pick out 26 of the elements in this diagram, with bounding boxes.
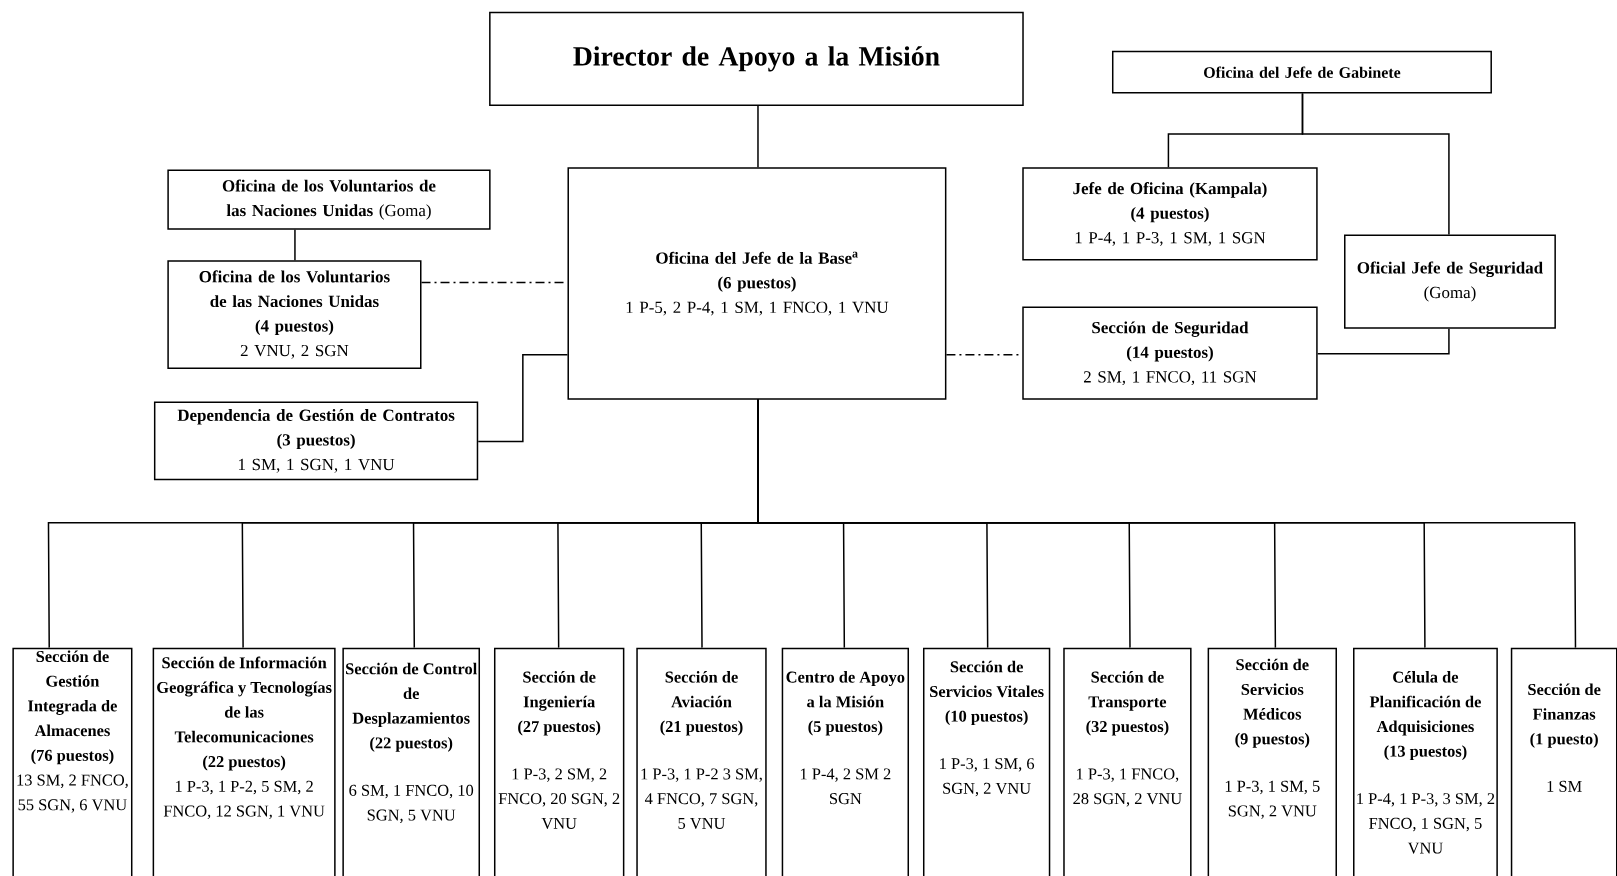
connector-line — [1316, 327, 1450, 355]
section-box: Sección de Servicios Médicos (9 puestos) 1 P-3, 1 SM, 5 SGN, 2 VNU — [1207, 647, 1337, 876]
org-box: Oficina del Jefe de Gabinete — [1112, 50, 1492, 94]
connector-line — [294, 228, 296, 261]
section-box: Célula de Planificación de Adquisiciones (13 puestos) 1 P-4, 1 P-3, 3 SM, 2 FNCO, 1 SGN, 5 VNU — [1353, 647, 1498, 876]
section-box: Centro de Apoyo a la Misión (5 puestos) 1 P-4, 2 SM 2 SGN — [781, 647, 909, 876]
section-box: Sección de Control de Desplazamientos (22 puestos) 6 SM, 1 FNCO, 10 SGN, 5 VNU — [342, 647, 480, 876]
connector-line — [757, 399, 1577, 649]
connector-line — [477, 354, 569, 443]
org-box: Jefe de Oficina (Kampala) (4 puestos) 1 P-4, 1 P-3, 1 SM, 1 SGN — [1022, 167, 1318, 261]
org-box: Oficial Jefe de Seguridad (Goma) — [1344, 234, 1556, 329]
org-box: Dependencia de Gestión de Contratos (3 puestos) 1 SM, 1 SGN, 1 VNU — [153, 401, 479, 481]
section-box: Sección de Transporte (32 puestos) 1 P-3, 1 FNCO, 28 SGN, 2 VNU — [1063, 647, 1192, 876]
section-box: Sección de Ingeniería (27 puestos) 1 P-3, 2 SM, 2 FNCO, 20 SGN, 2 VNU — [494, 647, 625, 876]
org-box: Oficina de los Voluntarios de las Naciones Unidas (4 puestos) 2 VNU, 2 SGN — [167, 260, 422, 369]
connector-line — [1301, 92, 1450, 236]
connector-line — [757, 105, 759, 169]
org-box: Sección de Seguridad (14 puestos) 2 SM, 1 FNCO, 11 SGN — [1022, 306, 1318, 400]
section-box: Sección de Información Geográfica y Tecnologías de las Telecomunicaciones (22 puestos) 1 P-3, 1 P-2, 5 SM, 2 FNCO, 12 SGN, 1 VNU — [152, 647, 336, 876]
org-box: Oficina del Jefe de la Base$^{a}$ (6 puestos) 1 P-5, 2 P-4, 1 SM, 1 FNCO, 1 VNU — [567, 167, 947, 400]
section-box: Sección de Gestión Integrada de Almacenes (76 puestos) 13 SM, 2 FNCO, 55 SGN, 6 VNU — [12, 647, 133, 876]
section-box: Sección de Aviación (21 puestos) 1 P-3, 1 P-2 3 SM, 4 FNCO, 7 SGN, 5 VNU — [636, 647, 767, 876]
section-box: Sección de Finanzas (1 puesto) 1 SM — [1510, 647, 1617, 876]
section-box: Sección de Servicios Vitales (10 puestos) 1 P-3, 1 SM, 6 SGN, 2 VNU — [923, 647, 1051, 876]
org-box: Oficina de los Voluntarios de las Naciones Unidas (Goma) — [167, 169, 491, 230]
org-box: Director de Apoyo a la Misión — [489, 11, 1024, 106]
